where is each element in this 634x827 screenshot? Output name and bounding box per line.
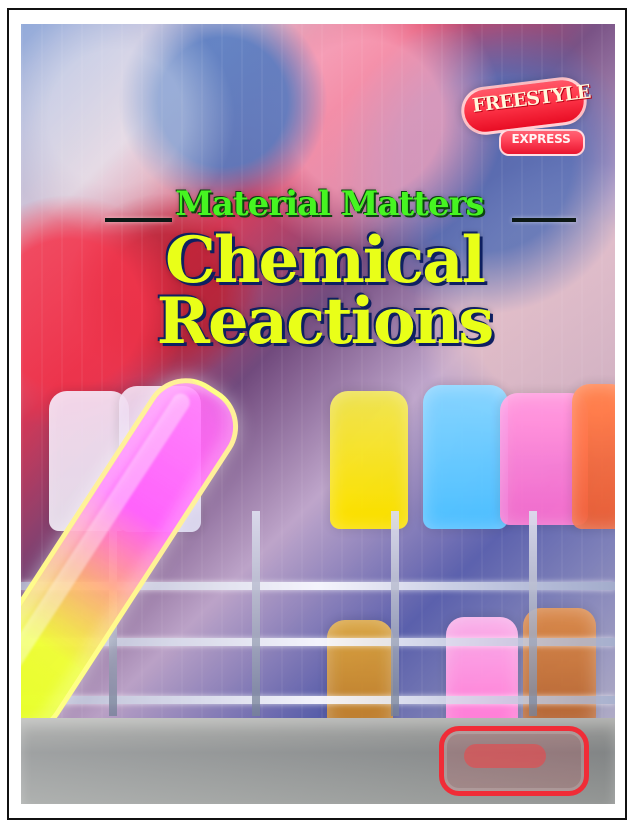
main-title-line-2: Reactions bbox=[156, 284, 494, 360]
main-title: Chemical Reactions bbox=[57, 223, 592, 360]
book-cover-frame: FREESTYLE EXPRESS Material Matters Chemi… bbox=[7, 8, 627, 820]
title-area: Material Matters Chemical Reactions bbox=[57, 184, 592, 360]
rack-post-4 bbox=[529, 511, 537, 716]
rack-post-2 bbox=[252, 511, 260, 716]
publisher-badge-icon: FREESTYLE EXPRESS bbox=[458, 74, 591, 160]
main-title-line-1: Chemical bbox=[165, 223, 486, 298]
series-title-right-line bbox=[512, 218, 576, 222]
rack-post-3 bbox=[391, 511, 399, 716]
publisher-subbrand: EXPRESS bbox=[511, 132, 571, 146]
blurred-bottle-pink-lower bbox=[446, 617, 518, 730]
rack-rail-upper bbox=[21, 582, 615, 590]
blurred-bottle-blue bbox=[423, 385, 508, 529]
publisher-badge-bottom bbox=[499, 129, 585, 156]
series-title-left-line bbox=[105, 218, 172, 222]
series-title: Material Matters bbox=[175, 184, 484, 224]
rack-rail-middle bbox=[21, 638, 615, 646]
rack-rail-lower bbox=[21, 696, 615, 704]
blurred-bottle-yellow bbox=[330, 391, 408, 529]
stamp-icon bbox=[439, 726, 589, 796]
stamp-inner-mark bbox=[464, 744, 546, 768]
blurred-bottle-gold-lower bbox=[327, 620, 393, 730]
blurred-bottle-orange bbox=[572, 384, 615, 529]
book-cover: FREESTYLE EXPRESS Material Matters Chemi… bbox=[21, 24, 615, 804]
